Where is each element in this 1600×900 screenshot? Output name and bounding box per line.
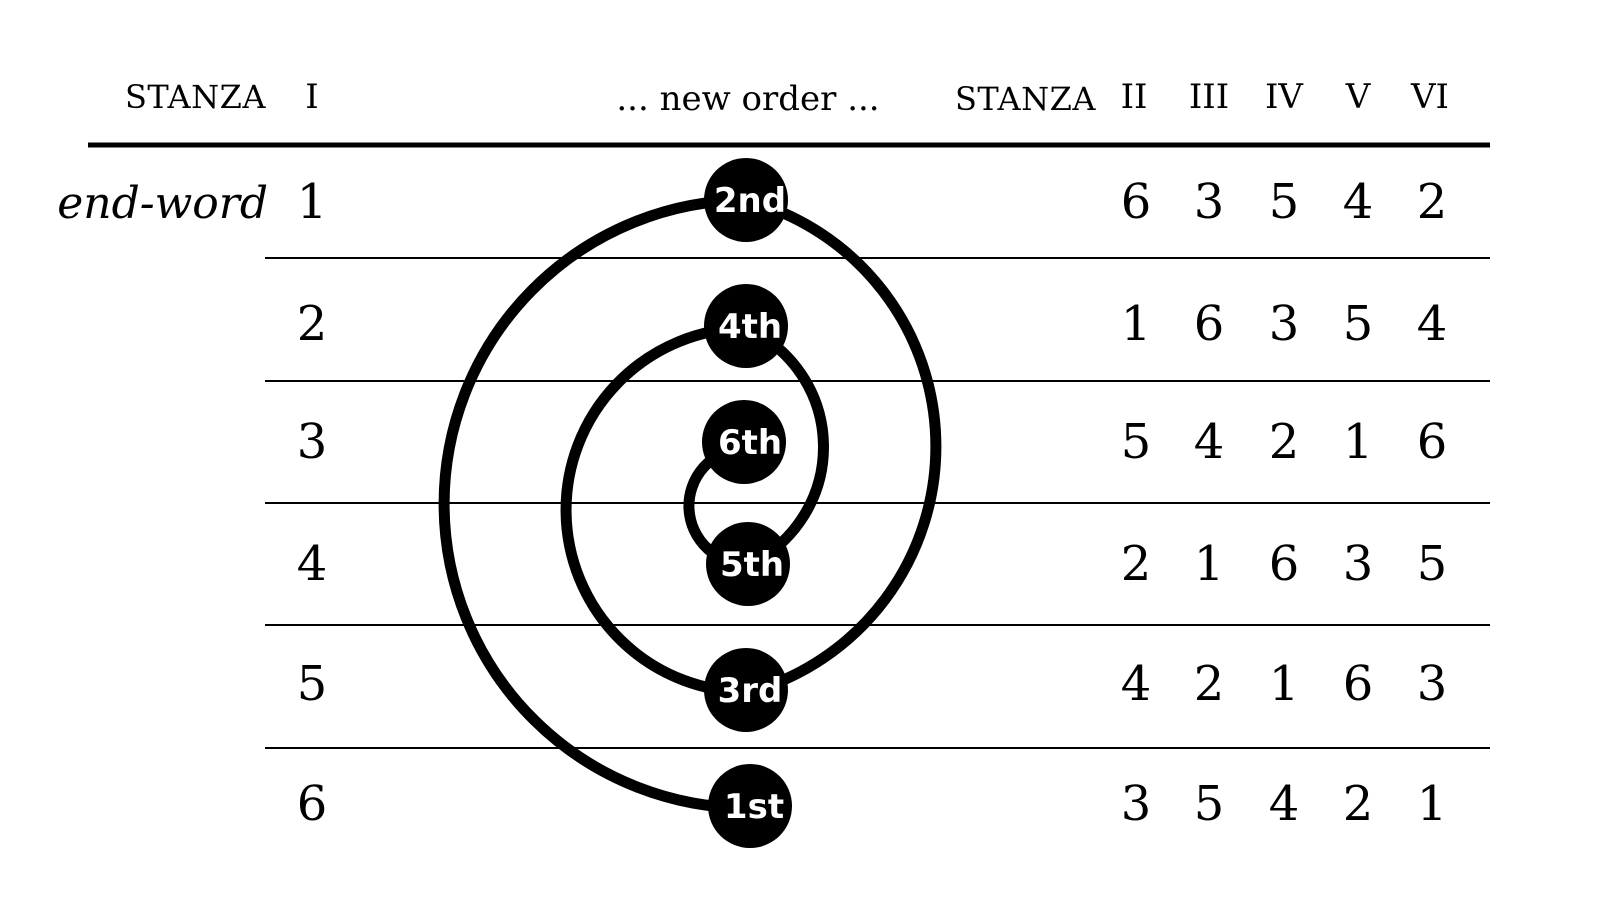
order-cell: 1	[1269, 656, 1300, 712]
svg-text:6th: 6th	[718, 423, 782, 463]
order-cell: 3	[1269, 296, 1300, 352]
order-cell: 6	[1269, 536, 1300, 592]
order-cell: 6	[1121, 174, 1152, 230]
header-stanza-6: VI	[1410, 77, 1449, 117]
order-cell: 1	[1194, 536, 1225, 592]
order-cell: 5	[1121, 414, 1152, 470]
endword-number: 2	[297, 296, 328, 352]
node-3rd: 3rd	[704, 648, 788, 732]
header-stanza-1: I	[305, 77, 318, 117]
header-stanza-3: III	[1189, 77, 1229, 117]
order-cell: 6	[1343, 656, 1374, 712]
order-cell: 4	[1269, 776, 1300, 832]
order-cell: 6	[1417, 414, 1448, 470]
node-4th: 4th	[704, 284, 788, 368]
order-cell: 3	[1121, 776, 1152, 832]
order-cell: 2	[1121, 536, 1152, 592]
order-cell: 2	[1417, 174, 1448, 230]
node-1st: 1st	[708, 764, 792, 848]
header-stanza-5: V	[1345, 77, 1372, 117]
order-cell: 3	[1194, 174, 1225, 230]
header-stanza-left: STANZA	[125, 78, 266, 116]
order-cell: 5	[1194, 776, 1225, 832]
order-cell: 1	[1417, 776, 1448, 832]
order-cell: 2	[1269, 414, 1300, 470]
order-cell: 1	[1343, 414, 1374, 470]
order-cell: 2	[1194, 656, 1225, 712]
order-cell: 4	[1343, 174, 1374, 230]
order-cell: 3	[1343, 536, 1374, 592]
order-cell: 3	[1417, 656, 1448, 712]
node-5th: 5th	[706, 522, 790, 606]
endword-number: 6	[297, 776, 328, 832]
order-cell: 5	[1343, 296, 1374, 352]
header-stanza-4: IV	[1265, 77, 1304, 117]
order-cell: 5	[1269, 174, 1300, 230]
order-cell: 4	[1194, 414, 1225, 470]
node-6th: 6th	[702, 400, 786, 484]
svg-text:4th: 4th	[718, 307, 782, 347]
endword-number: 5	[297, 656, 328, 712]
header-stanza-2: II	[1121, 77, 1148, 117]
order-grid: 6 3 5 4 2 1 6 3 5 4 5 4 2 1 6 2 1 6 3 5 …	[1121, 174, 1448, 832]
endword-number: 4	[297, 536, 328, 592]
endword-number: 1	[297, 174, 328, 230]
spiral-path	[438, 194, 942, 814]
end-word-label: end-word	[57, 178, 268, 229]
order-cell: 1	[1121, 296, 1152, 352]
header-new-order: ... new order ...	[616, 79, 879, 119]
order-cell: 6	[1194, 296, 1225, 352]
order-cell: 2	[1343, 776, 1374, 832]
svg-text:2nd: 2nd	[714, 181, 786, 221]
svg-text:1st: 1st	[724, 787, 784, 827]
order-cell: 4	[1121, 656, 1152, 712]
node-2nd: 2nd	[704, 158, 788, 242]
svg-text:3rd: 3rd	[718, 671, 783, 711]
order-cell: 4	[1417, 296, 1448, 352]
header-stanza-right: STANZA	[955, 80, 1096, 118]
order-cell: 5	[1417, 536, 1448, 592]
endword-number: 3	[297, 414, 328, 470]
svg-text:5th: 5th	[720, 545, 784, 585]
